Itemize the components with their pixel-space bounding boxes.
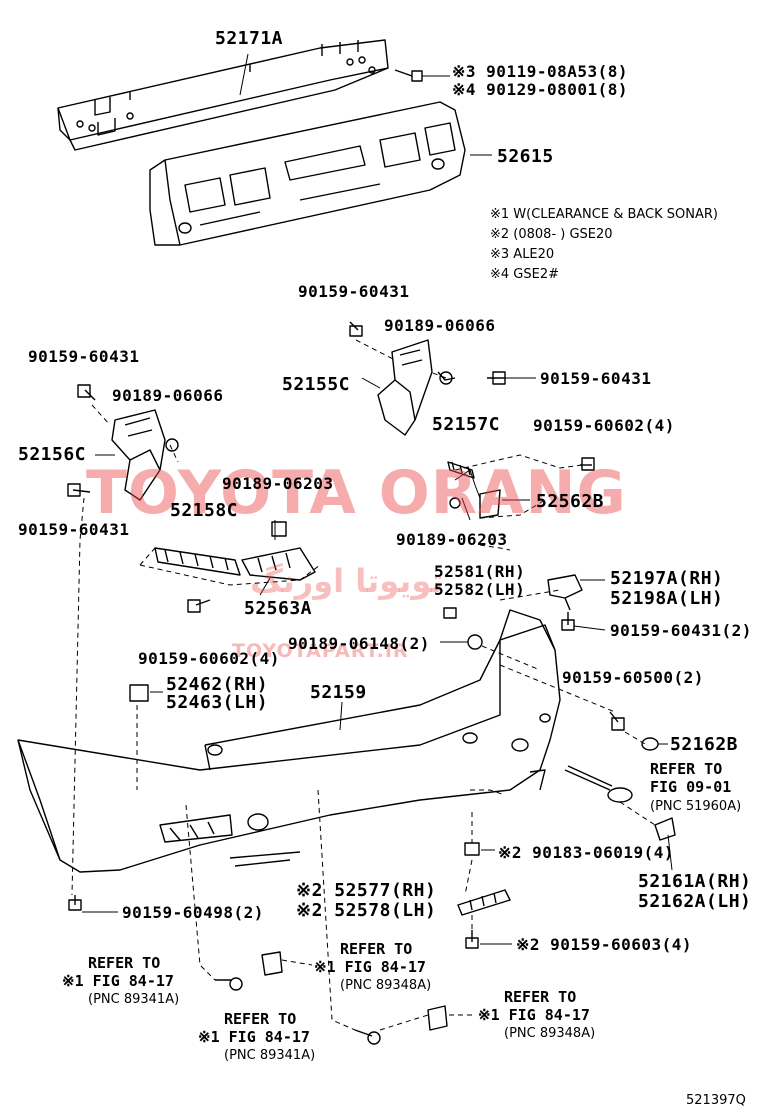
note-3: ※3 ALE20 xyxy=(490,247,555,262)
part-label[interactable]: 52158C xyxy=(170,500,239,521)
side-retainer-52158c xyxy=(154,547,241,576)
refer-to-fig-link[interactable]: ※1 FIG 84-17 xyxy=(62,972,174,990)
pad-52581 xyxy=(443,607,457,619)
refer-to-pnc: (PNC 51960A) xyxy=(650,799,742,814)
retainer-52577 xyxy=(457,889,511,916)
bolt-icon xyxy=(187,599,211,613)
energy-absorber xyxy=(149,101,466,246)
part-label[interactable]: 90159-60602(4) xyxy=(138,649,280,668)
part-label[interactable]: 52563A xyxy=(244,598,313,619)
refer-to-pnc: (PNC 89341A) xyxy=(224,1048,316,1063)
part-label[interactable]: 52161A(RH) xyxy=(638,871,752,892)
part-label[interactable]: 90159-60602(4) xyxy=(533,416,675,435)
part-label[interactable]: ※4 90129-08001(8) xyxy=(452,80,629,99)
connector-icon xyxy=(261,951,448,1031)
part-label[interactable]: 90159-60431 xyxy=(540,369,652,388)
part-label[interactable]: 90159-60431 xyxy=(298,282,410,301)
part-label[interactable]: ※2 90159-60603(4) xyxy=(516,935,693,954)
refer-to-fig-link[interactable]: FIG 09-01 xyxy=(650,778,732,796)
note-1: ※1 W(CLEARANCE & BACK SONAR) xyxy=(490,207,718,222)
part-label[interactable]: 52156C xyxy=(18,444,87,465)
part-label[interactable]: ※2 52577(RH) xyxy=(296,880,437,901)
refer-to-title: REFER TO xyxy=(650,760,723,778)
part-label[interactable]: 90159-60498(2) xyxy=(122,903,264,922)
leader-lines xyxy=(82,53,673,945)
refer-to-fig-link[interactable]: ※1 FIG 84-17 xyxy=(314,958,426,976)
watermark-persian: تویوتا اورنگ xyxy=(250,562,444,600)
part-label[interactable]: 52581(RH) xyxy=(434,562,526,581)
refer-to-fig-link[interactable]: ※1 FIG 84-17 xyxy=(198,1028,310,1046)
part-label[interactable]: 52197A(RH) xyxy=(610,568,724,589)
part-label[interactable]: 52615 xyxy=(497,146,554,167)
bolt-icon xyxy=(67,384,96,497)
part-label[interactable]: 90189-06066 xyxy=(112,386,224,405)
part-label[interactable]: 90189-06203 xyxy=(396,530,508,549)
bracket-52156c xyxy=(111,409,179,501)
part-label[interactable]: 52198A(LH) xyxy=(610,588,724,609)
bracket-52155c xyxy=(377,339,456,436)
part-label[interactable]: 90189-06066 xyxy=(384,316,496,335)
note-2: ※2 (0808- ) GSE20 xyxy=(490,227,613,242)
part-label[interactable]: 52157C xyxy=(432,414,501,435)
part-label[interactable]: 90159-60500(2) xyxy=(562,668,704,687)
refer-to-title: REFER TO xyxy=(340,940,413,958)
part-label[interactable]: 90159-60431 xyxy=(18,520,130,539)
note-4: ※4 GSE2# xyxy=(490,267,559,282)
bumper-reinforcement-beam xyxy=(57,39,389,151)
bolt-icon xyxy=(561,612,625,731)
side-retainer-52563a xyxy=(241,521,316,581)
part-label[interactable]: 52162A(LH) xyxy=(638,891,752,912)
watermark-site: TOYOTAPART.IR xyxy=(232,640,409,662)
bumper-cover-52159 xyxy=(17,609,561,873)
sonar-sensor-icon xyxy=(215,977,381,1045)
part-label[interactable]: 52155C xyxy=(282,374,351,395)
part-label[interactable]: 52582(LH) xyxy=(434,580,526,599)
drawing-code: 521397Q xyxy=(686,1093,746,1108)
part-label[interactable]: 90189-06148(2) xyxy=(288,634,430,653)
bracket-52197a xyxy=(547,574,583,611)
assembly-dashed-lines xyxy=(71,339,656,1031)
refer-to-title: REFER TO xyxy=(224,1010,297,1028)
refer-to-pnc: (PNC 89348A) xyxy=(504,1026,596,1041)
refer-to-title: REFER TO xyxy=(504,988,577,1006)
refer-to-pnc: (PNC 89341A) xyxy=(88,992,180,1007)
part-label[interactable]: ※2 90183-06019(4) xyxy=(498,843,675,862)
part-label[interactable]: 52171A xyxy=(215,28,284,49)
spacer-52462 xyxy=(129,684,149,702)
part-label[interactable]: ※3 90119-08A53(8) xyxy=(452,62,629,81)
part-label[interactable]: 52462(RH) xyxy=(166,674,269,695)
towing-eye xyxy=(564,765,633,803)
part-label[interactable]: 90189-06203 xyxy=(222,474,334,493)
part-label[interactable]: ※2 52578(LH) xyxy=(296,900,437,921)
watermark-main: TOYOTA ORANG xyxy=(86,458,627,528)
bolt-icon xyxy=(68,895,479,949)
part-label[interactable]: 90159-60431 xyxy=(28,347,140,366)
part-label[interactable]: 52463(LH) xyxy=(166,692,269,713)
refer-to-pnc: (PNC 89348A) xyxy=(340,978,432,993)
refer-to-fig-link[interactable]: ※1 FIG 84-17 xyxy=(478,1006,590,1024)
part-label[interactable]: 52159 xyxy=(310,682,367,703)
nut-icon xyxy=(464,842,480,856)
tow-cover-52161a xyxy=(654,817,676,841)
part-label[interactable]: 52562B xyxy=(536,491,605,512)
part-label[interactable]: 90159-60431(2) xyxy=(610,621,752,640)
refer-to-title: REFER TO xyxy=(88,954,161,972)
bolt-icon xyxy=(394,69,423,82)
clip-icon xyxy=(467,634,483,650)
part-label[interactable]: 52162B xyxy=(670,734,739,755)
